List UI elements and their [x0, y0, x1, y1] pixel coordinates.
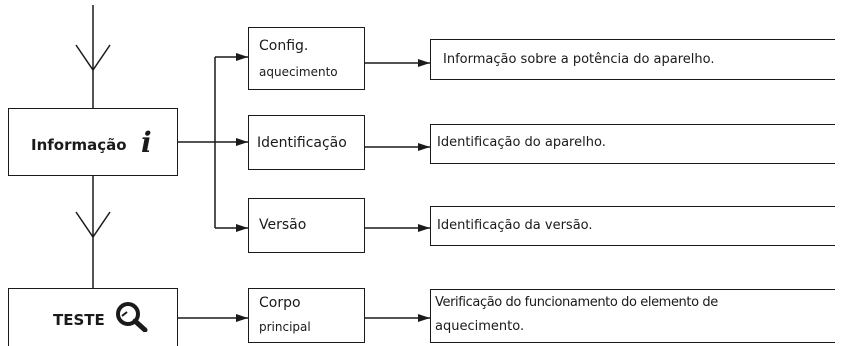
- version-label: Versão: [259, 217, 307, 233]
- info-menu-box[interactable]: Informação i: [8, 108, 178, 176]
- body-description-line2: aquecimento.: [435, 319, 525, 334]
- main-body-line1: Corpo: [259, 295, 301, 311]
- identification-label: Identificação: [257, 135, 347, 151]
- chevron-down-icon: [75, 44, 111, 72]
- config-description-box: Informação sobre a potência do aparelho.: [430, 39, 835, 80]
- ident-description: Identificação do aparelho.: [437, 135, 606, 150]
- config-heating-line2: aquecimento: [259, 65, 338, 79]
- version-box[interactable]: Versão: [248, 198, 365, 253]
- body-description-box: Verificação do funcionamento do elemento…: [430, 289, 835, 343]
- info-icon: i: [141, 126, 152, 159]
- chevron-down-icon: [75, 211, 111, 239]
- config-heating-line1: Config.: [259, 38, 309, 54]
- info-menu-label: Informação: [31, 136, 127, 154]
- main-body-line2: principal: [259, 320, 311, 334]
- main-body-box[interactable]: Corpo principal: [248, 288, 365, 343]
- body-description-line1: Verificação do funcionamento do elemento…: [435, 295, 718, 310]
- version-description-box: Identificação da versão.: [430, 206, 835, 246]
- version-description: Identificação da versão.: [437, 218, 593, 233]
- magnifier-icon: [116, 302, 148, 332]
- test-menu-label: TESTE: [53, 311, 105, 329]
- identification-box[interactable]: Identificação: [248, 115, 365, 170]
- test-menu-box[interactable]: TESTE: [8, 288, 178, 346]
- config-heating-box[interactable]: Config. aquecimento: [248, 27, 365, 90]
- config-description: Informação sobre a potência do aparelho.: [443, 52, 715, 67]
- ident-description-box: Identificação do aparelho.: [430, 124, 835, 164]
